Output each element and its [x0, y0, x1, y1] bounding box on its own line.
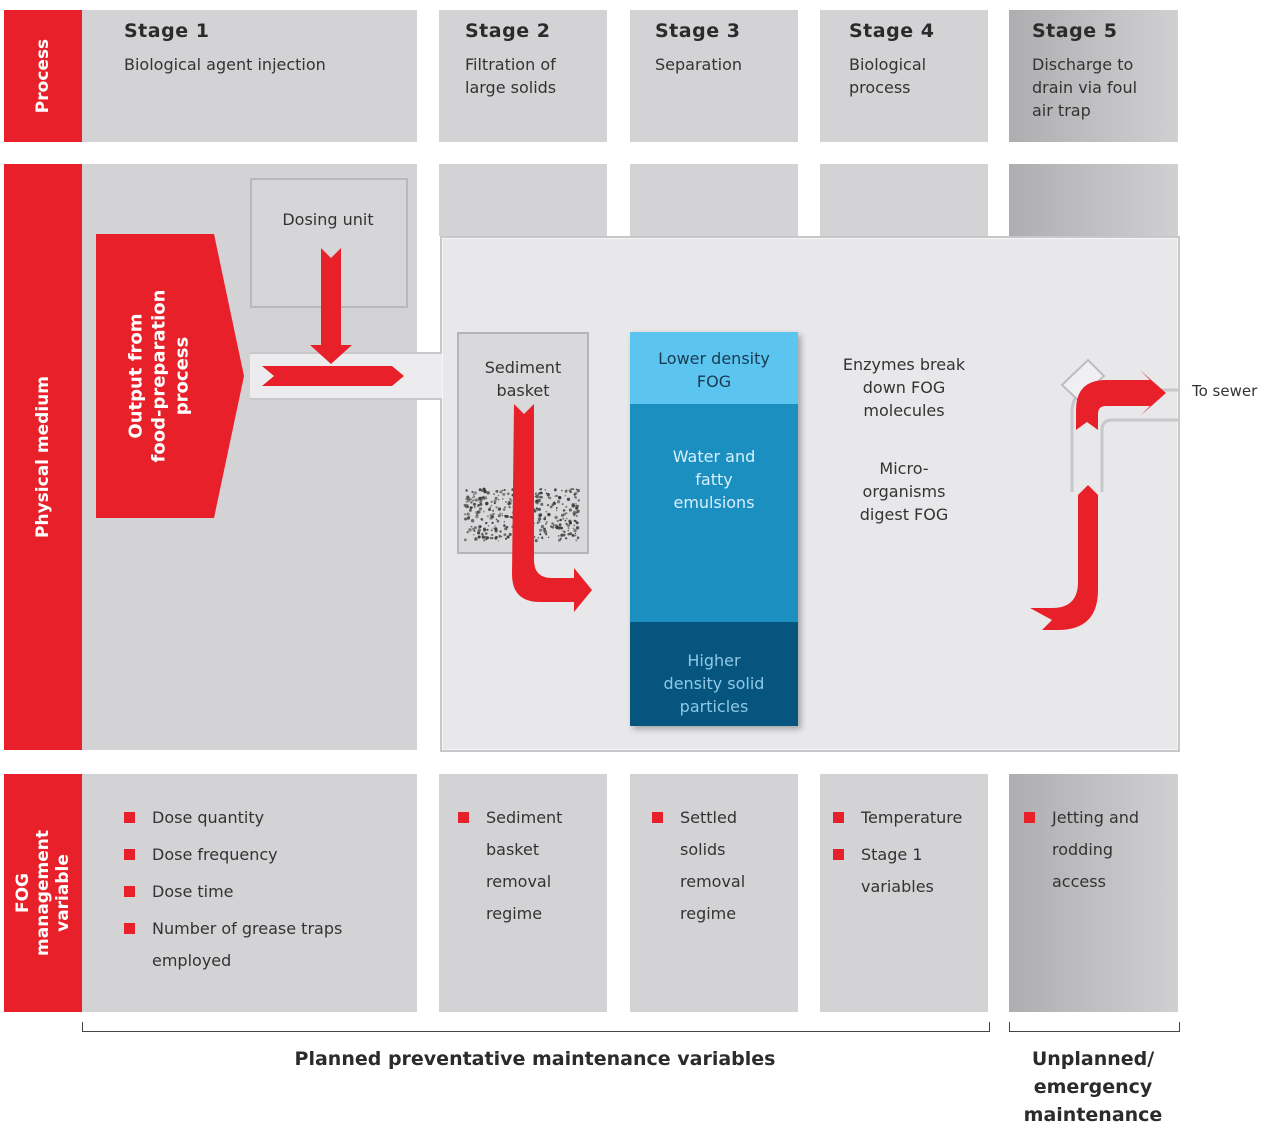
unplanned-maintenance-label: Unplanned/ emergency maintenance [1023, 1048, 1163, 1126]
to-sewer-label: To sewer [1192, 382, 1258, 400]
planned-bracket [82, 1022, 990, 1032]
stage1-title: Stage 1 [124, 20, 210, 42]
outlet-right-arrow [1076, 370, 1166, 430]
fog-variable-label: FOG management variable [13, 830, 73, 956]
bullet-square-icon [833, 849, 844, 860]
stage4-variable-panel [820, 774, 988, 1012]
outlet-up-arrow [1030, 485, 1098, 630]
planned-maintenance-label: Planned preventative maintenance variabl… [294, 1048, 776, 1070]
layer-higher-density-solids [630, 622, 798, 726]
stage4-process-panel [820, 10, 988, 142]
bullet-item: Dose time [124, 876, 234, 908]
enzymes-text: Enzymes break down FOG molecules [842, 355, 966, 420]
layer-mid-label: Water and fatty emulsions [672, 447, 756, 512]
stage1-process-panel [82, 10, 417, 142]
stage5-desc: Discharge to drain via foul air trap [1032, 55, 1138, 120]
bullet-item: Temperature [833, 802, 962, 834]
bullet-square-icon [124, 923, 135, 934]
stage2-desc: Filtration of large solids [465, 55, 557, 97]
flow-arrows [262, 248, 1166, 630]
layer-top-label: Lower density FOG [658, 349, 770, 391]
dosing-unit-label: Dosing unit [282, 210, 374, 229]
stage5-medium-panel [1009, 164, 1178, 236]
physical-medium-row-label: Physical medium [4, 164, 82, 750]
stage5-variable-panel [1009, 774, 1178, 1012]
output-arrow-shape [96, 234, 244, 518]
bullet-square-icon [652, 812, 663, 823]
bullet-item: Stage 1 variables [833, 839, 934, 903]
layer-bottom-label: Higher density solid particles [663, 651, 765, 716]
bullet-square-icon [124, 886, 135, 897]
bullet-item: Settled solids removal regime [652, 802, 745, 930]
bullet-item: Sediment basket removal regime [458, 802, 562, 930]
stage5-process-panel [1009, 10, 1178, 142]
bullet-square-icon [1024, 812, 1035, 823]
layer-lower-density-fog [630, 332, 798, 404]
unplanned-bracket [1009, 1022, 1180, 1032]
process-row-label: Process [4, 10, 82, 142]
stage4-medium-panel [820, 164, 988, 236]
bullet-item: Number of grease traps employed [124, 913, 342, 977]
bullet-square-icon [458, 812, 469, 823]
inlet-arrow [262, 366, 404, 386]
stage3-desc: Separation [655, 55, 742, 74]
microorganisms-text: Micro- organisms digest FOG [859, 459, 949, 524]
bullet-square-icon [833, 812, 844, 823]
bullet-item: Dose quantity [124, 802, 264, 834]
dosing-down-arrow [310, 248, 352, 364]
basket-arrow [512, 404, 592, 612]
stage4-desc: Biological process [849, 55, 927, 97]
stage4-title: Stage 4 [849, 20, 935, 42]
stage1-desc: Biological agent injection [124, 55, 326, 74]
layer-water-emulsions [630, 404, 798, 622]
stage3-medium-panel [630, 164, 798, 236]
bullet-square-icon [124, 812, 135, 823]
stage2-process-panel [439, 10, 607, 142]
bullet-item: Dose frequency [124, 839, 278, 871]
bullet-square-icon [124, 849, 135, 860]
stage2-title: Stage 2 [465, 20, 551, 42]
stage2-medium-panel [439, 164, 607, 236]
bullet-item: Jetting and rodding access [1024, 802, 1139, 898]
stage5-title: Stage 5 [1032, 20, 1118, 42]
stage1-variable-panel [82, 774, 417, 1012]
fog-variable-row-label: FOG management variable [4, 774, 82, 1012]
sediment-basket-label: Sediment basket [484, 358, 562, 400]
stage3-process-panel [630, 10, 798, 142]
stage3-title: Stage 3 [655, 20, 741, 42]
separation-column [630, 332, 798, 726]
